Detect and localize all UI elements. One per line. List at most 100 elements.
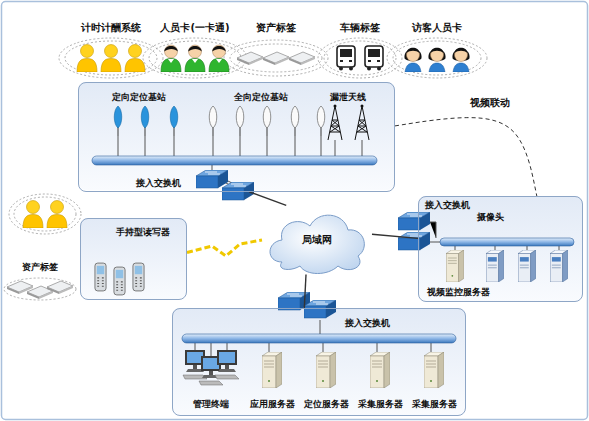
device-label: 定位服务器 xyxy=(304,399,349,410)
visitor-icon xyxy=(428,48,445,72)
omni-antenna xyxy=(263,106,271,136)
range-ellipse xyxy=(318,38,402,78)
card-icons xyxy=(7,45,470,300)
handheld-reader xyxy=(95,263,106,291)
switch-icon xyxy=(398,212,430,230)
camera-host xyxy=(518,250,536,282)
omni-antenna xyxy=(291,106,299,136)
node-text: 视频监控服务器 xyxy=(427,287,490,298)
omni-antenna xyxy=(236,106,244,136)
worker-icon xyxy=(23,201,43,229)
edge-label: 视频联动 xyxy=(468,97,512,109)
worker-icon xyxy=(47,201,67,229)
terminal-icon xyxy=(215,350,239,379)
switches xyxy=(196,170,430,318)
range-ellipse xyxy=(387,38,487,78)
panel-fill xyxy=(80,218,187,300)
omni-antenna xyxy=(209,106,217,136)
node-heading: 接入交换机 xyxy=(136,178,181,189)
group-label: 资产标签 xyxy=(22,262,58,273)
bus-bar xyxy=(182,334,456,343)
station-label: 漏泄天线 xyxy=(330,92,366,103)
staff-icon xyxy=(185,45,205,72)
group-label: 计时计酬系统 xyxy=(81,22,141,34)
panel-fill xyxy=(172,308,466,416)
camera-host xyxy=(486,250,504,282)
group-label: 人员卡(一卡通) xyxy=(160,22,229,34)
range-ellipse xyxy=(14,197,76,231)
bus-bar xyxy=(440,238,574,246)
range-ellipse xyxy=(393,41,481,75)
handheld-panel: 手持型读写器 xyxy=(80,218,187,300)
device-label: 管理终端 xyxy=(193,399,229,410)
directional-antenna xyxy=(114,106,122,136)
leaky-antenna xyxy=(328,105,342,141)
node-heading: 局域网 xyxy=(302,234,332,246)
leaky-antenna xyxy=(355,105,369,141)
network-link xyxy=(249,192,286,206)
range-ellipses xyxy=(4,38,487,300)
switch-icon xyxy=(398,232,430,250)
group-label: 访客人员卡 xyxy=(412,22,462,34)
station-label: 定向定位基站 xyxy=(112,92,166,103)
range-ellipse xyxy=(149,41,241,75)
lan-cloud: 局域网 xyxy=(262,204,372,276)
device-label: 采集服务器 xyxy=(412,399,457,410)
video-link xyxy=(395,118,537,196)
visitor-icon xyxy=(452,48,469,72)
omni-antenna xyxy=(317,106,325,136)
directional-antenna xyxy=(170,106,178,136)
node-heading: 接入交换机 xyxy=(425,200,470,211)
worker-icon xyxy=(77,45,97,73)
server-icon xyxy=(316,352,336,388)
range-ellipse xyxy=(143,38,247,78)
asset-tag-icon xyxy=(47,281,73,294)
panel-fill xyxy=(78,82,395,190)
bus-bars xyxy=(92,156,574,343)
server-icon xyxy=(424,352,444,388)
network-link xyxy=(372,234,418,238)
node-text: 摄像头 xyxy=(477,212,504,223)
cable xyxy=(118,136,362,172)
bus-bar xyxy=(92,156,377,165)
vehicle-tag-icon xyxy=(365,46,383,71)
cable xyxy=(430,222,559,251)
worker-icon xyxy=(125,45,145,73)
node-heading: 手持型读写器 xyxy=(116,227,170,238)
switch-icon xyxy=(304,300,336,318)
handheld-reader xyxy=(133,263,144,291)
directional-antenna xyxy=(141,106,149,136)
range-ellipse xyxy=(224,40,328,76)
wireless-link xyxy=(187,240,262,256)
node-heading: 接入交换机 xyxy=(345,318,390,329)
range-ellipse xyxy=(230,44,322,72)
range-ellipse xyxy=(59,38,163,78)
device-label: 采集服务器 xyxy=(358,399,403,410)
video-server xyxy=(446,250,464,282)
network-link xyxy=(304,275,306,308)
range-ellipse xyxy=(324,41,396,75)
range-ellipse xyxy=(4,278,76,300)
base-stations xyxy=(114,105,369,141)
group-label: 资产标签 xyxy=(256,22,296,34)
group-label: 车辆标签 xyxy=(340,22,380,34)
range-ellipse xyxy=(65,41,157,75)
range-ellipse xyxy=(9,194,81,234)
cloud-shape xyxy=(270,215,364,273)
camera-host xyxy=(550,250,568,282)
asset-tag-icon xyxy=(289,52,315,65)
asset-tag-icon xyxy=(237,52,263,65)
staff-icon xyxy=(161,45,181,72)
vehicle-tag-icon xyxy=(337,46,355,71)
visitor-icon xyxy=(404,48,421,72)
device-label: 应用服务器 xyxy=(250,399,295,410)
server-icon xyxy=(370,352,390,388)
switch-icon xyxy=(196,170,228,188)
video-panel: 接入交换机摄像头视频监控服务器 xyxy=(418,196,583,302)
